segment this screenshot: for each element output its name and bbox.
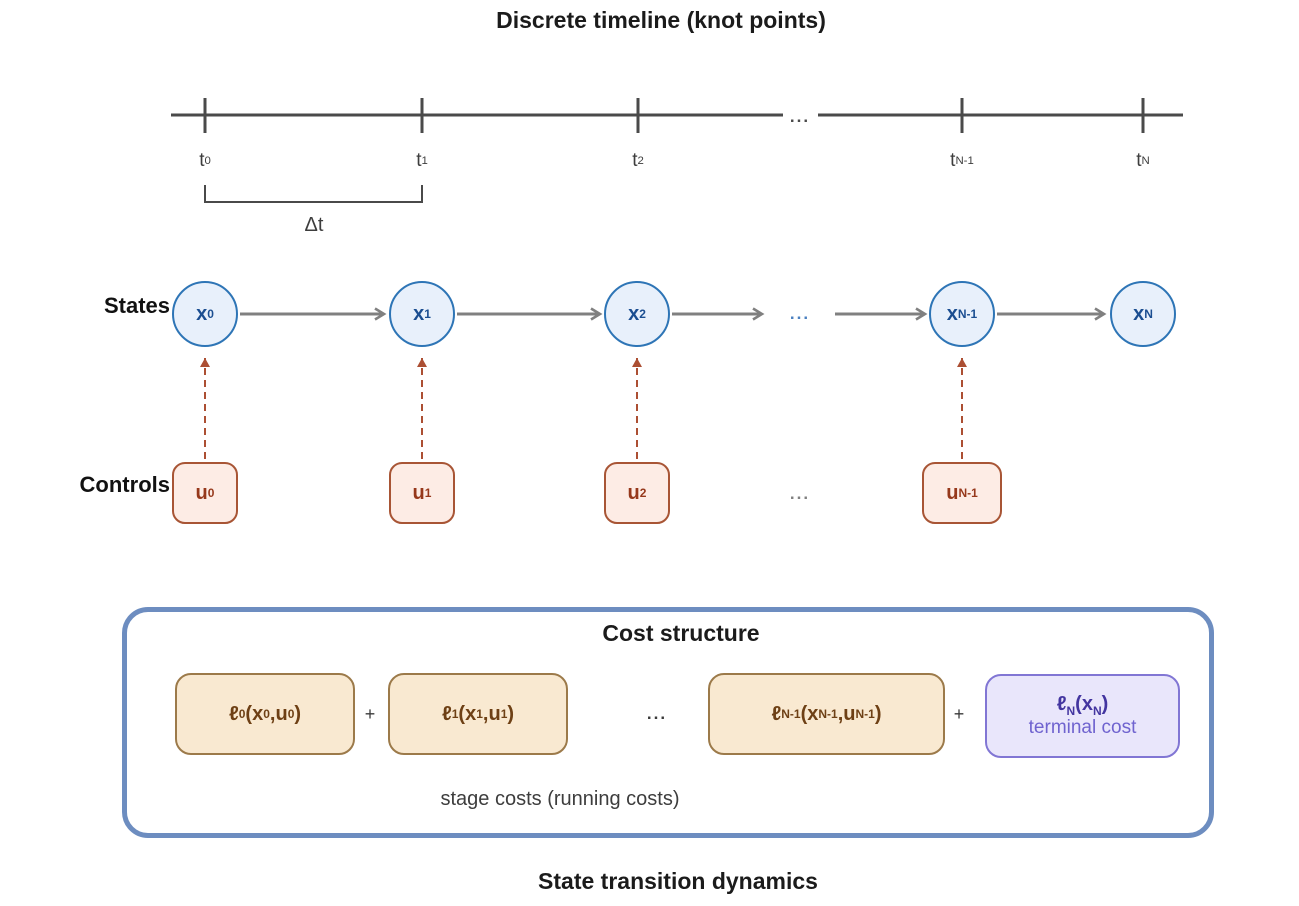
terminal-cost-term: ℓN(xN) terminal cost — [985, 674, 1180, 758]
plus-sign-1: + — [364, 703, 376, 724]
terminal-cost-formula: ℓN(xN) — [1056, 693, 1109, 718]
delta-t-label: Δt — [304, 213, 324, 236]
delta-t-bracket — [204, 185, 423, 203]
timeline-title: Discrete timeline (knot points) — [496, 6, 826, 33]
stage-costs-caption: stage costs (running costs) — [440, 787, 680, 810]
controls-ellipsis: ... — [789, 484, 811, 503]
dynamics-footer-title: State transition dynamics — [538, 867, 818, 894]
cost-structure-title: Cost structure — [602, 619, 760, 646]
timeline-ellipsis: ... — [789, 107, 811, 126]
terminal-cost-caption: terminal cost — [1028, 717, 1137, 738]
states-ellipsis: ... — [789, 304, 811, 323]
controls-row-label: Controls — [79, 472, 170, 497]
cost-ellipsis: ... — [646, 704, 668, 723]
states-row-label: States — [103, 293, 170, 318]
plus-sign-2: + — [953, 703, 965, 724]
